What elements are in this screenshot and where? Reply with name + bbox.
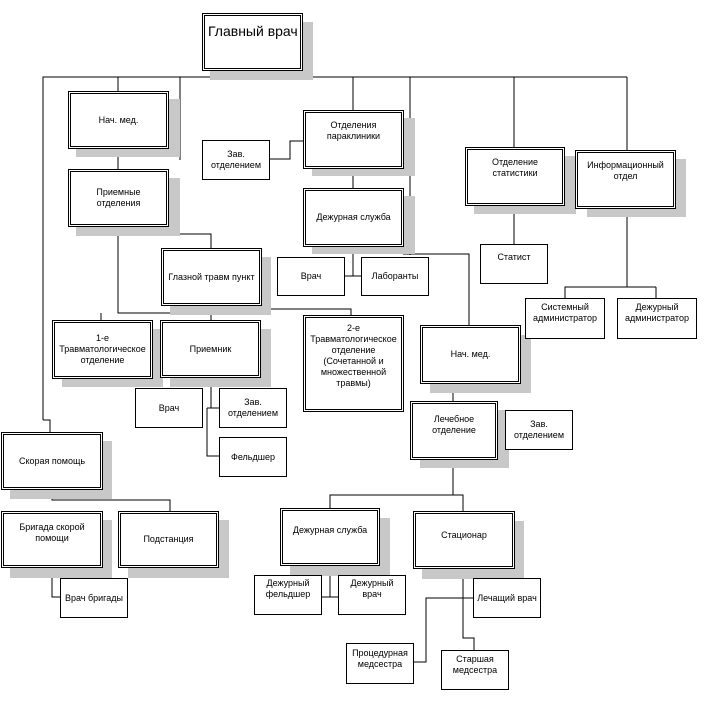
node-priemnye: Приемные отделения xyxy=(68,169,169,227)
node-travm-1: 1-е Травматологическое отделение xyxy=(52,320,153,379)
node-label: Скорая помощь xyxy=(18,455,86,466)
node-label: 1-е Травматологическое отделение xyxy=(59,333,146,365)
node-label: Старшая медсестра xyxy=(452,654,498,675)
node-label: Стационар xyxy=(441,530,487,540)
node-label: Дежурная служба xyxy=(292,525,368,535)
node-nachmed-1: Нач. мед. xyxy=(68,91,169,149)
node-lechebnoe: Лечебное отделение xyxy=(410,401,498,460)
node-label: Главный врач xyxy=(208,23,298,39)
connector-procedurnaya xyxy=(413,597,463,663)
node-label: Статист xyxy=(497,252,531,262)
node-skoraya: Скорая помощь xyxy=(1,432,103,490)
connector-lechebnoe-branches xyxy=(329,494,464,512)
node-label: Дежурный администратор xyxy=(625,302,689,323)
node-dezhurnaya-2: Дежурная служба xyxy=(280,508,380,566)
connector-duty-nachmed2 xyxy=(403,253,470,326)
node-label: Зав. отделением xyxy=(513,419,565,440)
node-procedurnaya: Процедурная медсестра xyxy=(346,643,414,684)
node-zav-3: Зав. отделением xyxy=(505,410,573,450)
node-travm-2: 2-е Травматологическое отделение (Сочета… xyxy=(303,315,404,412)
node-label: Процедурная медсестра xyxy=(352,648,408,669)
node-label: Зав. отделением xyxy=(227,397,279,418)
node-starshaya: Старшая медсестра xyxy=(441,650,509,690)
node-laboranty: Лаборанты xyxy=(361,257,429,296)
connector-zav1-paraklinika xyxy=(269,140,304,160)
node-info: Информационный отдел xyxy=(575,150,676,209)
node-label: 2-е Травматологическое отделение (Сочета… xyxy=(310,323,397,388)
node-label: Нач. мед. xyxy=(450,349,491,359)
node-label: Системный администратор xyxy=(533,302,597,323)
node-label: Приемник xyxy=(189,343,232,354)
node-label: Фельдшер xyxy=(231,451,275,462)
node-label: Бригада скорой помощи xyxy=(19,522,85,543)
node-label: Дежурная служба xyxy=(316,212,391,222)
node-lech-vrach: Лечащий врач xyxy=(473,578,541,618)
node-duty-feldsher: Дежурный фельдшер xyxy=(254,575,322,615)
node-zav-2: Зав. отделением xyxy=(219,388,287,428)
node-sys-admin: Системный администратор xyxy=(525,298,605,339)
node-label: Дежурный врач xyxy=(350,578,394,599)
node-priemnik: Приемник xyxy=(160,320,261,378)
node-label: Дежурный фельдшер xyxy=(265,578,311,599)
node-duty-vrach: Дежурный врач xyxy=(338,575,406,615)
node-label: Врач xyxy=(300,271,322,281)
node-brigada: Бригада скорой помощи xyxy=(1,511,103,568)
node-label: Глазной травм пункт xyxy=(168,271,255,282)
connector-priemnye-travm xyxy=(117,227,212,320)
node-nachmed-2: Нач. мед. xyxy=(420,325,521,384)
node-label: Информационный отдел xyxy=(587,160,664,181)
node-label: Отделение статистики xyxy=(491,157,539,178)
node-zav-1: Зав. отделением xyxy=(202,140,270,180)
node-label: Нач. мед. xyxy=(98,114,139,125)
node-label: Лечебное отделение xyxy=(432,414,476,435)
connector-skoraya-left xyxy=(43,419,51,432)
node-statsionar: Стационар xyxy=(413,511,515,569)
node-statistika: Отделение статистики xyxy=(465,147,565,206)
connector-feldsher xyxy=(206,408,219,457)
node-label: Зав. отделением xyxy=(210,149,262,170)
node-glaznoy: Глазной травм пункт xyxy=(161,248,262,306)
node-label: Лаборанты xyxy=(371,271,419,281)
node-duty-admin: Дежурный администратор xyxy=(617,298,697,339)
connector-statsionar-down xyxy=(462,569,475,650)
node-chief: Главный врач xyxy=(202,13,303,71)
node-label: Врач xyxy=(158,402,180,413)
node-label: Приемные отделения xyxy=(96,187,141,208)
node-statist: Статист xyxy=(480,244,548,284)
node-vrach-1: Врач xyxy=(277,257,345,296)
node-paraklinika: Отделения параклиники xyxy=(303,110,404,169)
node-label: Отделения параклиники xyxy=(326,120,381,141)
node-vrach-brigady: Врач бригады xyxy=(60,578,128,618)
node-dezhurnaya-1: Дежурная служба xyxy=(303,188,404,247)
node-label: Лечащий врач xyxy=(477,592,537,603)
node-label: Подстанция xyxy=(143,534,194,544)
node-label: Врач бригады xyxy=(64,592,123,603)
node-vrach-2: Врач xyxy=(135,388,203,428)
node-podstanciya: Подстанция xyxy=(118,511,219,568)
connector-admins xyxy=(564,209,628,298)
node-feldsher: Фельдшер xyxy=(219,437,287,477)
